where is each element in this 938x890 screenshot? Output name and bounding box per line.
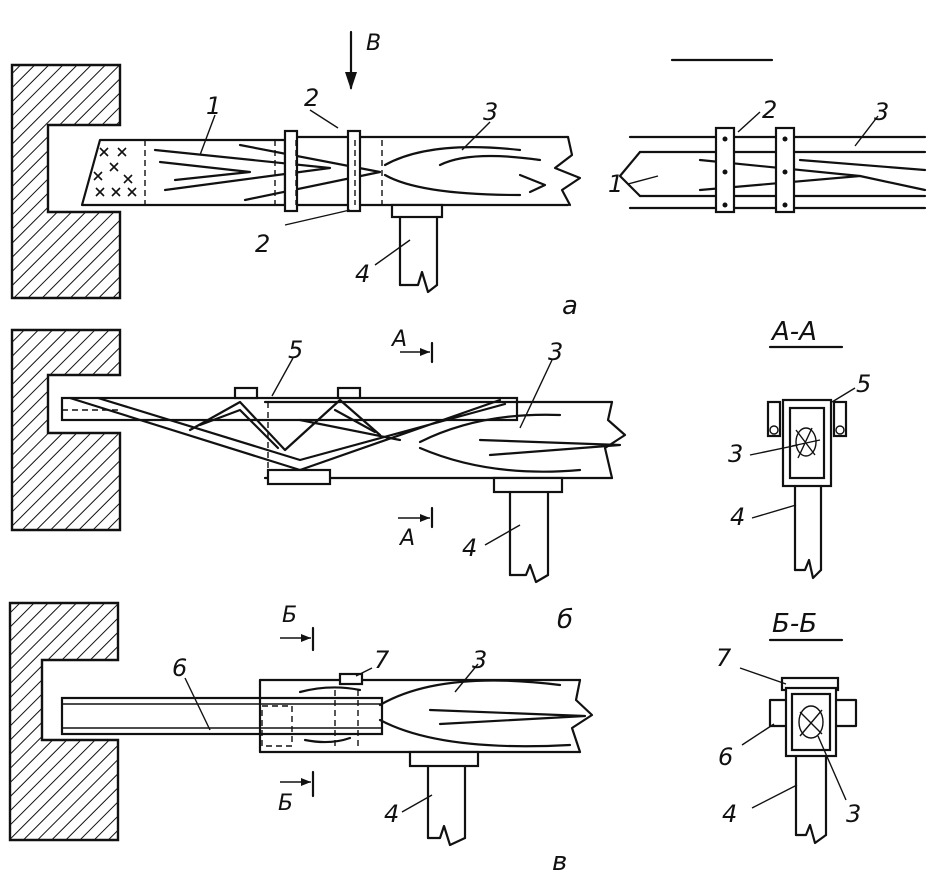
label-3-b: 3 bbox=[548, 338, 563, 366]
label-3-bb: 3 bbox=[846, 800, 861, 828]
label-5-aa: 5 bbox=[856, 370, 871, 398]
section-a-a: А-А 5 3 4 bbox=[728, 317, 871, 580]
label-7-v: 7 bbox=[374, 646, 390, 674]
label-7-bb: 7 bbox=[716, 644, 732, 672]
section-b-b-title: Б-Б bbox=[772, 609, 817, 639]
label-6-v: 6 bbox=[172, 654, 187, 682]
variant-v: 6 7 3 4 Б Б в bbox=[8, 601, 594, 877]
bolt-7 bbox=[338, 672, 364, 686]
label-6-bb: 6 bbox=[718, 743, 733, 771]
label-4-a: 4 bbox=[355, 260, 370, 288]
plan-view-b: 2 3 1 bbox=[608, 58, 927, 214]
label-1-plan: 1 bbox=[608, 170, 623, 198]
column-4-b bbox=[492, 476, 564, 494]
variant-a: 1 2 3 2 4 В а bbox=[10, 30, 582, 321]
column-4-v bbox=[408, 750, 480, 768]
anchor-cross-marks bbox=[93, 147, 137, 197]
label-4-b: 4 bbox=[462, 534, 477, 562]
wall-a bbox=[10, 63, 122, 300]
cut-mark-b-bottom: Б bbox=[278, 791, 293, 816]
label-3-v: 3 bbox=[472, 646, 487, 674]
section-b-b: Б-Б 7 6 4 3 bbox=[716, 609, 861, 845]
clamp-2-right bbox=[346, 129, 362, 213]
label-2-bottom: 2 bbox=[255, 230, 270, 258]
label-2-plan: 2 bbox=[762, 96, 777, 124]
clamp-2-left bbox=[283, 129, 299, 213]
label-3-plan: 3 bbox=[874, 98, 889, 126]
cut-mark-b-top: Б bbox=[282, 603, 297, 628]
section-a-a-title: А-А bbox=[770, 317, 817, 347]
column-4-a bbox=[390, 203, 444, 219]
label-4-v: 4 bbox=[384, 800, 399, 828]
label-1-a: 1 bbox=[206, 92, 221, 120]
label-variant-v: в bbox=[552, 847, 567, 877]
variant-b: 5 3 4 А А б bbox=[10, 327, 627, 635]
label-2-top: 2 bbox=[304, 84, 319, 112]
label-3-a: 3 bbox=[483, 98, 498, 126]
label-4-bb: 4 bbox=[722, 800, 737, 828]
label-variant-b: б bbox=[557, 605, 573, 635]
wall-v bbox=[8, 601, 120, 842]
truss-5 bbox=[68, 396, 507, 472]
cut-mark-a-top: А bbox=[390, 327, 407, 352]
cut-mark-a-bottom: А bbox=[398, 526, 415, 551]
label-3-aa: 3 bbox=[728, 440, 743, 468]
wall-b bbox=[10, 328, 122, 532]
label-view-b: В bbox=[366, 31, 381, 56]
label-variant-a: а bbox=[562, 291, 578, 321]
label-4-aa: 4 bbox=[730, 503, 745, 531]
label-5-b: 5 bbox=[288, 336, 303, 364]
